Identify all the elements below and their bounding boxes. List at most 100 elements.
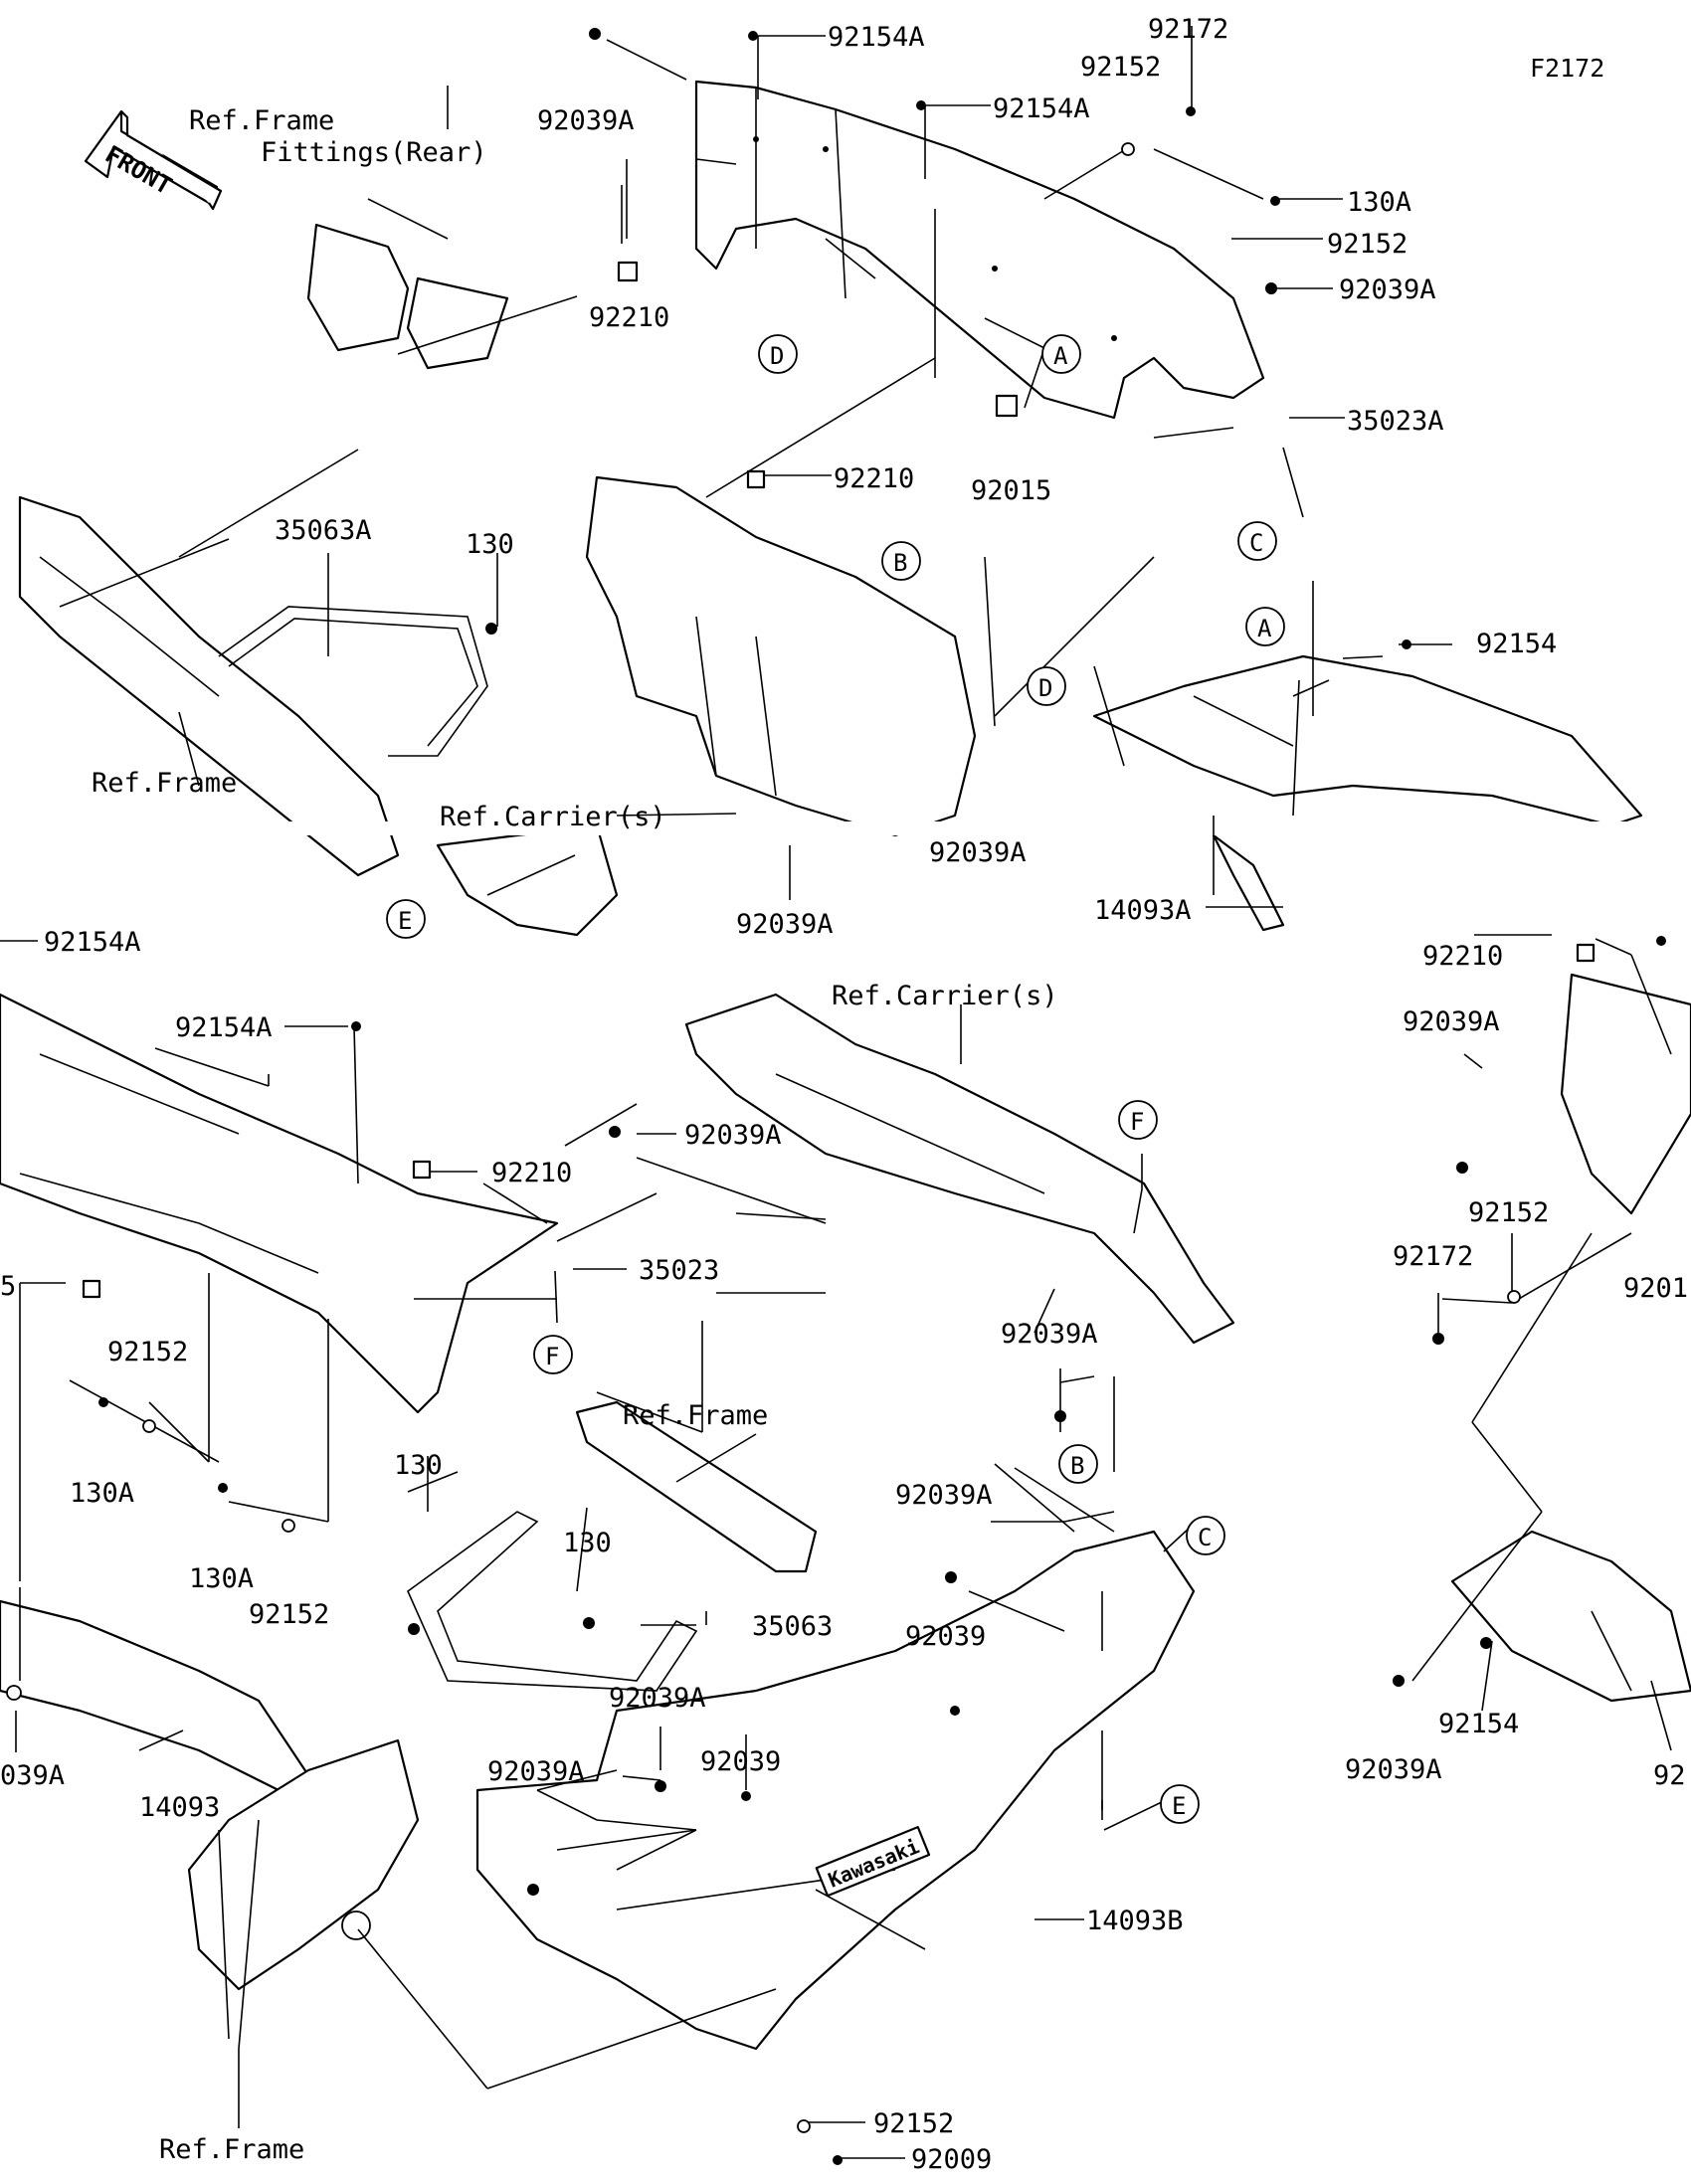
- label-92152-e: 92152: [873, 2108, 954, 2139]
- label-039A-cut: 039A: [0, 1760, 65, 1791]
- label-92172-b: 92172: [1393, 1241, 1473, 1272]
- bracket-35063: [407, 1511, 698, 1692]
- label-92039A-k: 92039A: [1345, 1754, 1442, 1785]
- label-92-cut: 92: [1653, 1760, 1686, 1791]
- callout-A-right: A: [1245, 607, 1285, 646]
- svg-text:C: C: [1249, 529, 1263, 557]
- label-92154: 92154: [1476, 629, 1557, 659]
- label-92039A-j: 92039A: [1403, 1006, 1500, 1037]
- label-92152-d: 92152: [249, 1599, 329, 1630]
- upper-fender-cover: [694, 80, 1265, 420]
- label-92015: 92015: [971, 475, 1051, 506]
- label-92039A-e: 92039A: [684, 1120, 782, 1151]
- side-panel-14093A: [1212, 833, 1285, 932]
- label-ref-frame-c: Ref.Frame: [159, 2134, 304, 2165]
- label-9201-cut: 9201: [1623, 1273, 1688, 1304]
- label-130-c: 130: [563, 1528, 612, 1558]
- label-ref-frame-a: Ref.Frame: [92, 768, 237, 799]
- callout-D-right: D: [1027, 666, 1066, 706]
- label-92039A-i: 92039A: [487, 1756, 585, 1787]
- callout-C-top: C: [1237, 521, 1277, 561]
- svg-text:A: A: [1257, 615, 1272, 642]
- label-130-b: 130: [394, 1450, 443, 1481]
- label-92152-b: 92152: [1327, 229, 1408, 260]
- callout-E-top: E: [386, 899, 426, 939]
- rear-carrier-bracket-assembly: [585, 475, 977, 837]
- label-92039A-c: 92039A: [929, 837, 1027, 868]
- part-labels: 92154A 92154A 92039A 92152 92172 130A 92…: [0, 14, 1688, 2175]
- image-gap-band: [0, 821, 1691, 835]
- carrier-rail-middle: [684, 993, 1235, 1345]
- svg-text:B: B: [893, 549, 907, 577]
- svg-text:E: E: [1172, 1792, 1186, 1820]
- label-35023A: 35023A: [1347, 406, 1444, 437]
- label-92172-a: 92172: [1148, 14, 1228, 45]
- rear-bumper-14093B: Kawasaki: [475, 1530, 1196, 2051]
- label-92154A-a: 92154A: [828, 22, 925, 53]
- label-92210-c: 92210: [491, 1158, 572, 1188]
- label-92152-f: 92152: [1468, 1197, 1549, 1228]
- label-14093A: 14093A: [1094, 895, 1192, 926]
- label-92039A-a: 92039A: [537, 105, 635, 136]
- label-ref-frame-b: Ref.Frame: [623, 1400, 768, 1431]
- svg-text:F: F: [1130, 1108, 1144, 1136]
- label-35023: 35023: [639, 1255, 719, 1286]
- label-92210-a: 92210: [589, 302, 669, 333]
- side-cover-left-upper: [18, 495, 400, 877]
- label-92009: 92009: [911, 2144, 992, 2175]
- label-5-cut: 5: [0, 1271, 16, 1302]
- rear-cover-right-lower: [1450, 973, 1691, 1703]
- side-cover-left-long: [0, 993, 559, 1414]
- svg-text:B: B: [1070, 1452, 1084, 1480]
- label-92154A-d: 92154A: [175, 1012, 273, 1043]
- callout-A-top: A: [1041, 334, 1081, 374]
- svg-text:C: C: [1198, 1524, 1212, 1551]
- label-ref-carrier-a: Ref.Carrier(s): [440, 802, 666, 832]
- label-35063A: 35063A: [275, 515, 372, 546]
- label-130A-c: 130A: [189, 1563, 254, 1594]
- callout-F-mid: F: [1118, 1100, 1158, 1140]
- callout-E-lower: E: [1160, 1784, 1200, 1824]
- svg-text:E: E: [398, 907, 412, 935]
- callout-C-lower: C: [1186, 1516, 1225, 1555]
- label-35063: 35063: [752, 1611, 833, 1642]
- label-92039-b: 92039: [700, 1746, 781, 1777]
- frame-leg-lower-left: [187, 1738, 420, 2050]
- label-92152-a: 92152: [1080, 52, 1161, 83]
- callout-F-left: F: [533, 1335, 573, 1374]
- label-92039-a: 92039: [905, 1621, 986, 1652]
- callout-circles: A A B B C C D D E E F F: [386, 334, 1285, 1824]
- label-14093B: 14093B: [1086, 1906, 1184, 1936]
- label-130-a: 130: [466, 529, 514, 560]
- svg-text:F: F: [545, 1343, 559, 1370]
- leader-lines: [0, 26, 1672, 2159]
- label-ref-frame-fittings-1: Ref.Frame: [189, 105, 334, 136]
- svg-text:A: A: [1053, 342, 1068, 370]
- label-92154-b: 92154: [1438, 1709, 1519, 1739]
- label-92154A-c: 92154A: [44, 927, 141, 958]
- label-130A-a: 130A: [1347, 187, 1411, 218]
- label-14093: 14093: [139, 1792, 220, 1823]
- callout-D-top: D: [758, 334, 798, 374]
- svg-text:D: D: [770, 342, 784, 370]
- label-92039A-b: 92039A: [1339, 274, 1436, 305]
- callout-B-top: B: [881, 541, 921, 581]
- label-ref-carrier-b: Ref.Carrier(s): [832, 981, 1058, 1011]
- label-92152-c: 92152: [107, 1337, 188, 1367]
- label-92039A-d: 92039A: [736, 909, 834, 940]
- frame-crossbar: [575, 1400, 818, 1573]
- svg-text:D: D: [1038, 674, 1052, 702]
- carrier-bottom-left: [436, 823, 619, 937]
- label-130A-b: 130A: [70, 1478, 134, 1509]
- label-92039A-g: 92039A: [895, 1480, 993, 1511]
- figure-id: F2172: [1530, 54, 1604, 83]
- rear-cover-right: [1092, 654, 1643, 827]
- fasteners: [6, 28, 1666, 2165]
- label-ref-frame-fittings-2: Fittings(Rear): [261, 137, 487, 168]
- label-92039A-h: 92039A: [609, 1683, 706, 1714]
- label-92210-d: 92210: [1422, 941, 1503, 972]
- label-92039A-f: 92039A: [1001, 1319, 1098, 1350]
- label-92210-b: 92210: [834, 463, 914, 494]
- frame-rail-35063A: [218, 606, 488, 757]
- callout-B-lower: B: [1058, 1444, 1098, 1484]
